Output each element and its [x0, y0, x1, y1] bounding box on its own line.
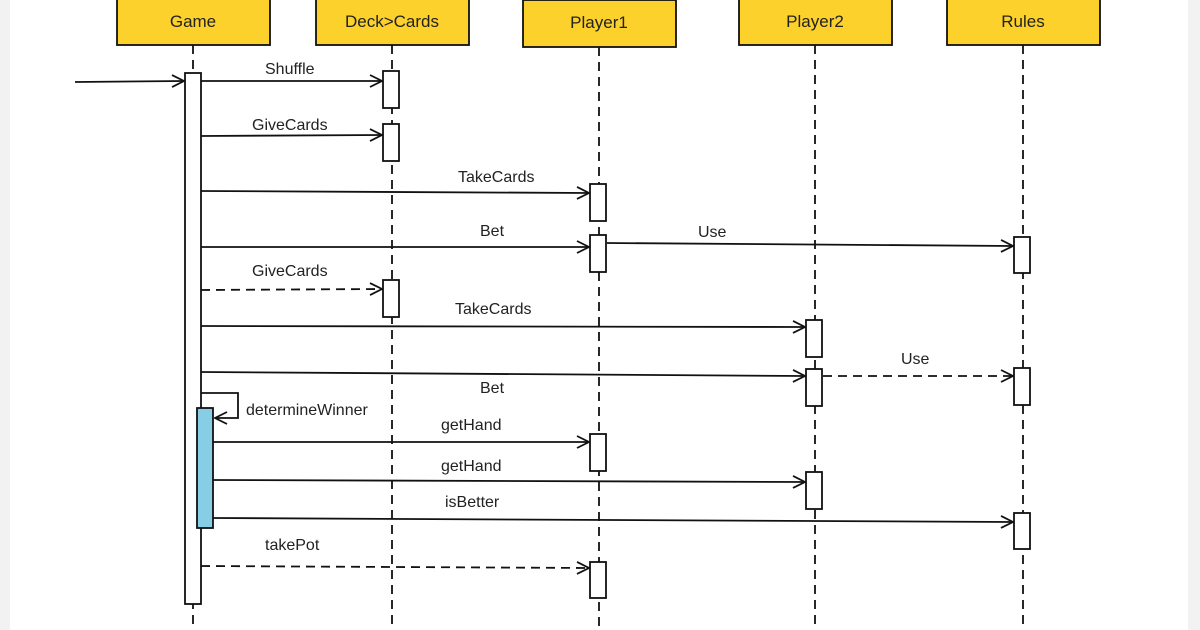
activation-rules-3	[1013, 512, 1031, 550]
message-arrow-takecards-2	[200, 326, 805, 327]
participant-game-label: Game	[170, 12, 216, 31]
message-label-bet-2: Bet	[480, 380, 505, 397]
participant-player2: Player2	[738, 0, 893, 46]
message-label-use-2: Use	[901, 351, 930, 368]
participant-player1-label: Player1	[570, 13, 628, 32]
message-arrow-givecards-1	[200, 135, 382, 136]
message-arrow-incoming	[74, 81, 184, 82]
message-label-takecards-1: TakeCards	[458, 169, 534, 186]
activation-deck-3	[382, 279, 400, 318]
message-arrow-gethand-2	[212, 480, 805, 482]
activation-game-determine-winner	[196, 407, 214, 529]
participant-deck-cards-label: Deck>Cards	[345, 12, 439, 31]
activation-deck-2	[382, 123, 400, 162]
message-label-gethand-2: getHand	[441, 458, 502, 475]
message-arrow-givecards-2	[200, 289, 382, 290]
message-label-givecards-1: GiveCards	[252, 117, 328, 134]
activation-player1-3	[589, 433, 607, 472]
message-label-takecards-2: TakeCards	[455, 301, 531, 318]
message-label-use-1: Use	[698, 224, 727, 241]
message-label-gethand-1: getHand	[441, 417, 502, 434]
participant-rules-label: Rules	[1001, 12, 1044, 31]
message-arrow-determine-winner	[201, 392, 239, 418]
activation-player1-1	[589, 183, 607, 222]
message-arrow-use-1	[606, 243, 1013, 246]
message-label-givecards-2: GiveCards	[252, 263, 328, 280]
message-label-isbetter: isBetter	[445, 494, 500, 511]
participant-player2-label: Player2	[786, 12, 844, 31]
message-label-takepot: takePot	[265, 537, 320, 554]
message-arrow-bet-2	[200, 372, 805, 376]
message-label-determine-winner: determineWinner	[246, 402, 369, 419]
message-label-bet-1: Bet	[480, 223, 505, 240]
message-arrow-takepot	[200, 566, 589, 568]
message-label-shuffle: Shuffle	[265, 61, 315, 78]
activation-rules-1	[1013, 236, 1031, 274]
activation-player1-4	[589, 561, 607, 599]
participant-game: Game	[116, 0, 271, 46]
participant-player1: Player1	[522, 0, 677, 48]
activation-player2-3	[805, 471, 823, 510]
activation-deck-1	[382, 70, 400, 109]
participant-deck-cards: Deck>Cards	[315, 0, 470, 46]
participant-rules: Rules	[946, 0, 1101, 46]
sequence-diagram-canvas: Game Deck>Cards Player1 Player2 Rules	[10, 0, 1188, 630]
activation-rules-2	[1013, 367, 1031, 406]
activation-player1-2	[589, 234, 607, 273]
activation-player2-2	[805, 368, 823, 407]
message-arrow-takecards-1	[200, 191, 589, 193]
message-arrow-isbetter	[212, 518, 1013, 522]
activation-player2-1	[805, 319, 823, 358]
